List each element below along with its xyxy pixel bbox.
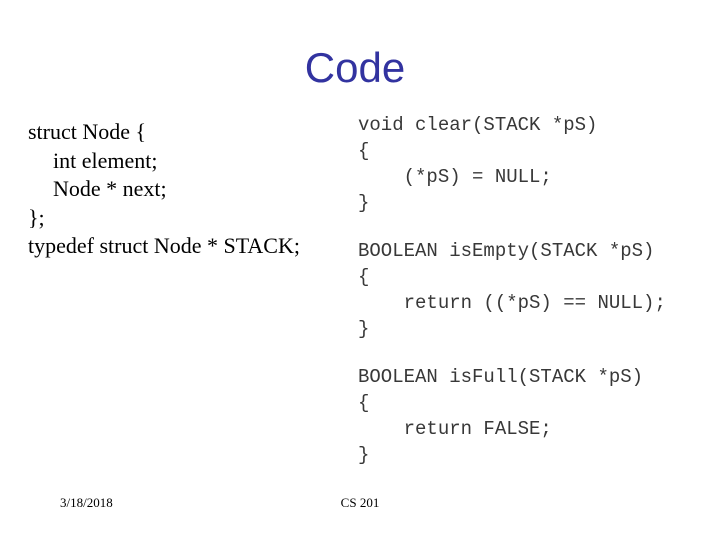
isempty-function-code: BOOLEAN isEmpty(STACK *pS) { return ((*p… xyxy=(358,240,666,340)
code-line-next-field: Node * next; xyxy=(53,176,167,201)
function-code-listing: void clear(STACK *pS) { (*pS) = NULL; } … xyxy=(358,112,666,490)
code-line-typedef: typedef struct Node * STACK; xyxy=(28,233,300,258)
slide-title: Code xyxy=(304,44,406,91)
footer-course: CS 201 xyxy=(340,495,380,510)
struct-definition-code: struct Node { int element; Node * next; … xyxy=(28,118,300,261)
clear-function-code: void clear(STACK *pS) { (*pS) = NULL; } xyxy=(358,114,598,214)
footer-date: 3/18/2018 xyxy=(60,495,113,510)
code-line-element-field: int element; xyxy=(53,147,158,173)
code-line-struct-close: }; xyxy=(28,204,45,230)
code-line-struct-open: struct Node { xyxy=(28,119,147,144)
isfull-function-code: BOOLEAN isFull(STACK *pS) { return FALSE… xyxy=(358,366,644,466)
